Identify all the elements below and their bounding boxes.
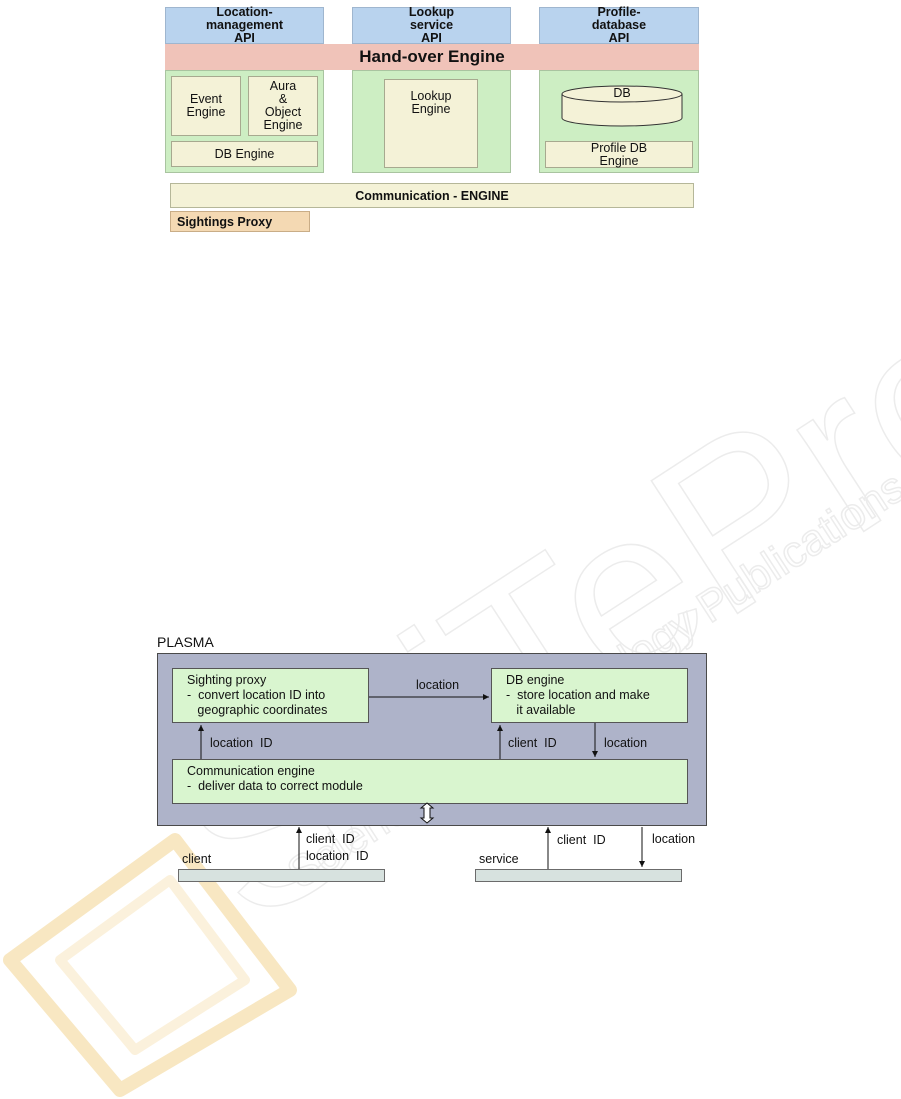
comm-to-proxy-label: location ID bbox=[210, 736, 273, 750]
location-management-api: Location- management API bbox=[165, 6, 324, 45]
db-engine-title: DB engine bbox=[506, 673, 565, 687]
proxy-to-db-label: location bbox=[416, 678, 460, 692]
db-engine: DB Engine bbox=[171, 141, 318, 167]
sighting-proxy-desc-2: geographic coordinates bbox=[187, 703, 328, 717]
db-engine-box: DB engine - store location and make it a… bbox=[491, 668, 688, 723]
sighting-proxy-title: Sighting proxy bbox=[187, 673, 267, 687]
communication-engine-box: Communication engine - deliver data to c… bbox=[172, 759, 688, 804]
client-bar bbox=[178, 869, 385, 882]
client-up-label-1: client ID bbox=[306, 832, 355, 846]
plasma-title: PLASMA bbox=[157, 634, 214, 650]
profile-db-engine: Profile DB Engine bbox=[545, 141, 693, 168]
db-cylinder-icon bbox=[561, 85, 683, 127]
interface-double-arrow-icon bbox=[419, 802, 435, 824]
client-label: client bbox=[182, 852, 212, 866]
client-up-label-2: location ID bbox=[306, 849, 369, 863]
sighting-proxy-box: Sighting proxy - convert location ID int… bbox=[172, 668, 369, 723]
db-to-comm-label: location bbox=[604, 736, 648, 750]
communication-engine-bar: Communication - ENGINE bbox=[170, 183, 694, 208]
service-bar bbox=[475, 869, 682, 882]
aura-object-engine: Aura & Object Engine bbox=[248, 76, 318, 136]
communication-engine-title: Communication engine bbox=[187, 764, 315, 778]
communication-engine-desc: - deliver data to correct module bbox=[187, 779, 363, 793]
service-down-label: location bbox=[652, 832, 696, 846]
db-engine-desc-2: it available bbox=[506, 703, 576, 717]
sightings-proxy-bar: Sightings Proxy bbox=[170, 211, 310, 232]
db-cylinder-label: DB bbox=[613, 86, 631, 100]
event-engine: Event Engine bbox=[171, 76, 241, 136]
lookup-engine: Lookup Engine bbox=[384, 79, 478, 168]
handover-engine: Hand-over Engine bbox=[165, 44, 699, 70]
db-engine-desc-1: - store location and make bbox=[506, 688, 650, 702]
sighting-proxy-desc-1: - convert location ID into bbox=[187, 688, 326, 702]
comm-to-db-label: client ID bbox=[508, 736, 557, 750]
lookup-service-api: Lookup service API bbox=[352, 6, 511, 45]
profile-database-api: Profile- database API bbox=[539, 6, 699, 45]
service-up-label: client ID bbox=[557, 833, 606, 847]
service-label: service bbox=[479, 852, 519, 866]
